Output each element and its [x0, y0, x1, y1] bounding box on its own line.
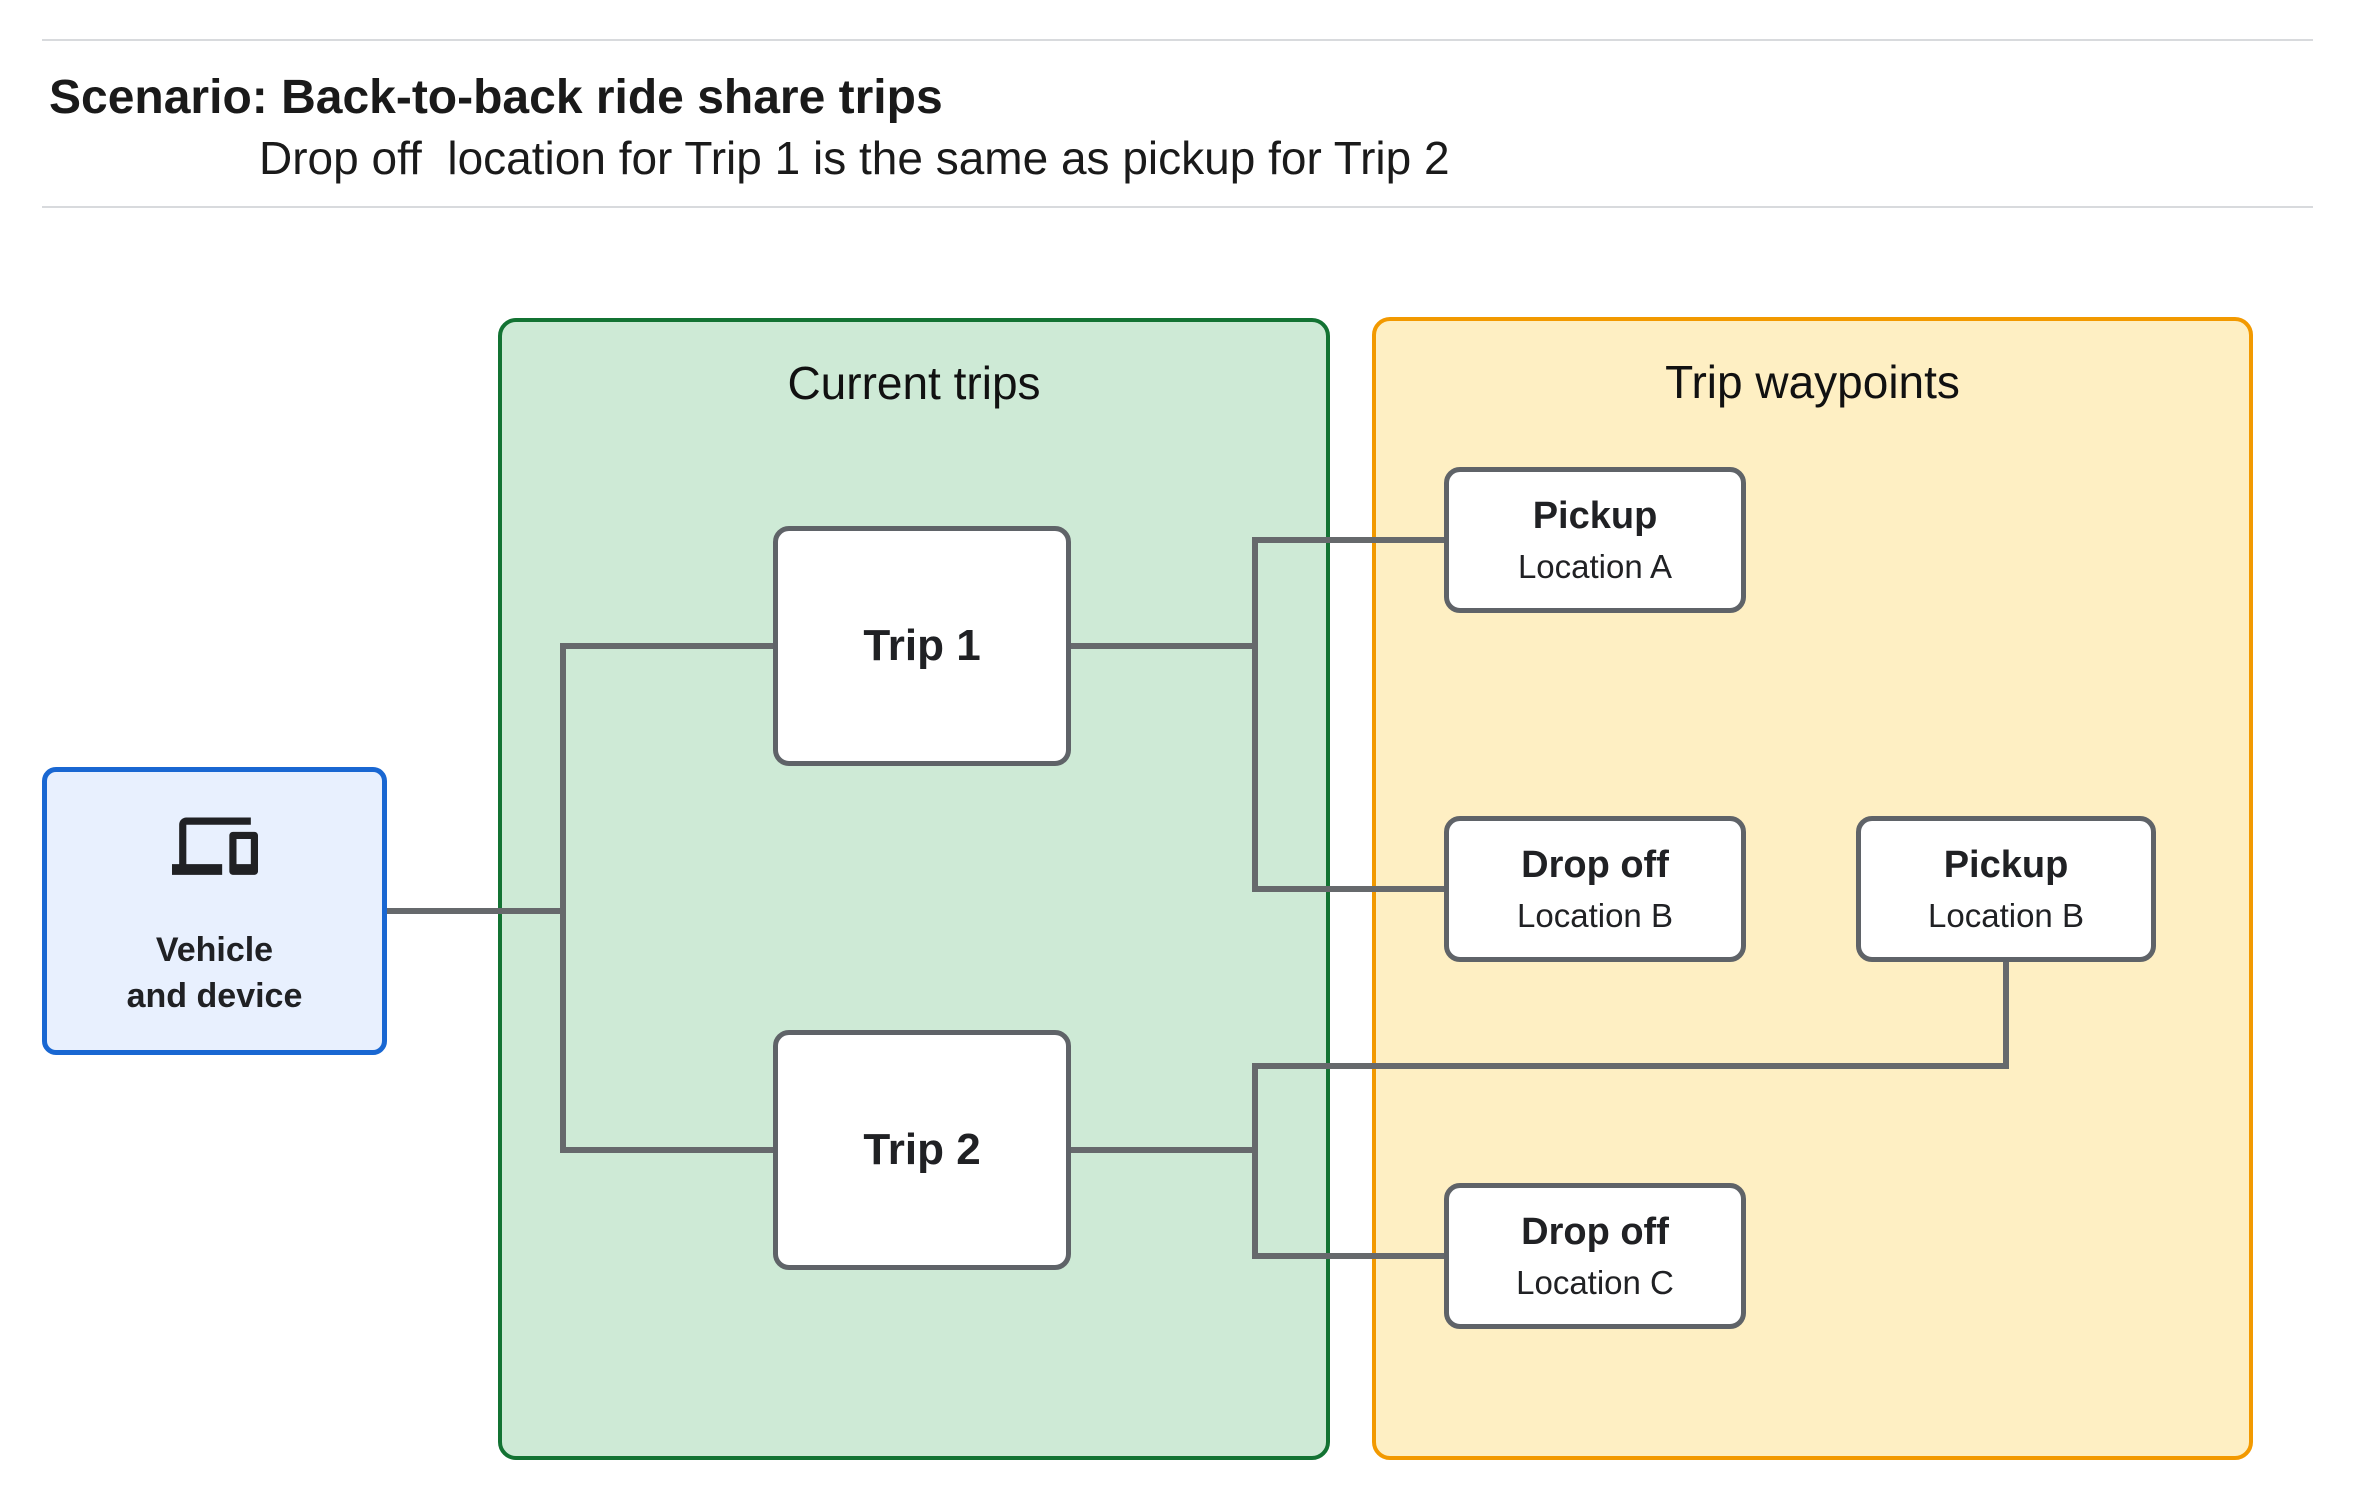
- dropoff-c-title: Drop off: [1521, 1211, 1669, 1254]
- pickup-location-b-node: Pickup Location B: [1856, 816, 2156, 962]
- pickup-b-subtitle: Location B: [1928, 896, 2084, 934]
- trip1-label: Trip 1: [863, 621, 981, 670]
- dropoff-location-c-node: Drop off Location C: [1444, 1183, 1746, 1329]
- trip1-node: Trip 1: [773, 526, 1071, 766]
- page-subtitle: Drop off location for Trip 1 is the same…: [259, 132, 1450, 184]
- page-title: Scenario: Back-to-back ride share trips: [49, 71, 943, 124]
- pickup-location-a-node: Pickup Location A: [1444, 467, 1746, 613]
- vehicle-label-line2: and device: [126, 976, 303, 1015]
- current-trips-label: Current trips: [787, 357, 1041, 409]
- dropoff-b-title: Drop off: [1521, 844, 1669, 887]
- trip-waypoints-label: Trip waypoints: [1665, 356, 1960, 408]
- dropoff-c-subtitle: Location C: [1516, 1263, 1674, 1301]
- dropoff-b-subtitle: Location B: [1517, 896, 1673, 934]
- devices-icon: [171, 817, 258, 875]
- vehicle-and-device-node: Vehicle and device: [42, 767, 387, 1055]
- trip2-node: Trip 2: [773, 1030, 1071, 1270]
- connector-vehicle-to-trips: [387, 643, 773, 1153]
- vehicle-label-line1: Vehicle: [155, 931, 274, 969]
- pickup-a-subtitle: Location A: [1517, 547, 1673, 585]
- pickup-b-title: Pickup: [1943, 844, 2069, 887]
- header-divider: [42, 206, 2313, 208]
- pickup-a-title: Pickup: [1532, 495, 1658, 538]
- connector-trip2-to-waypoints: [1071, 961, 2009, 1259]
- dropoff-location-b-node: Drop off Location B: [1444, 816, 1746, 962]
- connector-trip1-to-waypoints: [1071, 537, 1444, 892]
- top-divider: [42, 39, 2313, 41]
- vehicle-node-label: Vehicle and device: [127, 928, 303, 1020]
- trip2-label: Trip 2: [863, 1125, 981, 1174]
